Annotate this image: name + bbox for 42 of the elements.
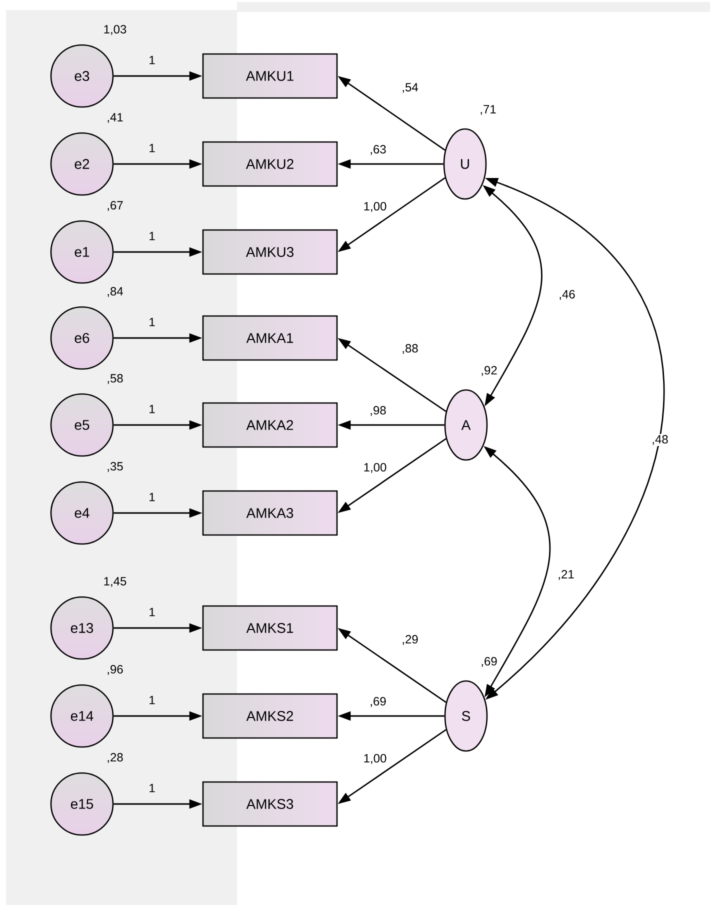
edge-label: 1 (148, 316, 156, 328)
variance-label: 1,45 (104, 577, 126, 587)
variance-label: ,84 (108, 287, 123, 297)
variable-box: AMKA3 (202, 490, 338, 536)
edge-label: 1 (148, 782, 156, 794)
variance-label: 1,03 (104, 25, 126, 35)
variance-label: ,92 (482, 366, 497, 376)
variable-box: AMKU1 (202, 53, 338, 99)
variance-label: ,96 (108, 665, 123, 675)
variance-label: ,41 (108, 113, 123, 123)
edge-label: ,21 (556, 569, 576, 581)
variable-box: AMKA2 (202, 402, 338, 448)
edge-label: ,46 (558, 289, 576, 301)
variance-label: ,69 (482, 657, 497, 667)
edge-label: 1,00 (362, 201, 388, 213)
edge-label: ,48 (650, 434, 670, 446)
variance-label: ,28 (108, 753, 123, 763)
edge-label: ,69 (368, 696, 388, 708)
variance-label: ,58 (108, 374, 123, 384)
variable-box: AMKA1 (202, 315, 338, 361)
variable-box: AMKS2 (202, 693, 338, 739)
variable-box: AMKS3 (202, 781, 338, 827)
edge-label: 1 (148, 694, 156, 706)
edge-label: 1 (148, 230, 156, 242)
variable-box: AMKU2 (202, 141, 338, 187)
edge-label: 1 (148, 492, 156, 502)
edge-label: ,63 (368, 144, 388, 156)
edge-label: ,98 (368, 405, 388, 417)
edge-label: 1 (148, 142, 156, 154)
variance-label: ,35 (108, 462, 123, 472)
edge-label: ,54 (400, 82, 420, 94)
edge-label: 1,00 (362, 462, 388, 474)
variable-box: AMKU3 (202, 229, 338, 275)
edge-label: 1,00 (362, 753, 388, 765)
edge-label: 1 (148, 54, 156, 66)
variance-label: ,67 (108, 201, 123, 211)
edge-label: ,29 (400, 634, 420, 646)
variable-box: AMKS1 (202, 605, 338, 651)
edge-label: ,88 (400, 343, 420, 355)
variance-label: ,71 (480, 105, 496, 115)
edge-label: 1 (148, 404, 156, 414)
edge-label: 1 (148, 606, 156, 618)
